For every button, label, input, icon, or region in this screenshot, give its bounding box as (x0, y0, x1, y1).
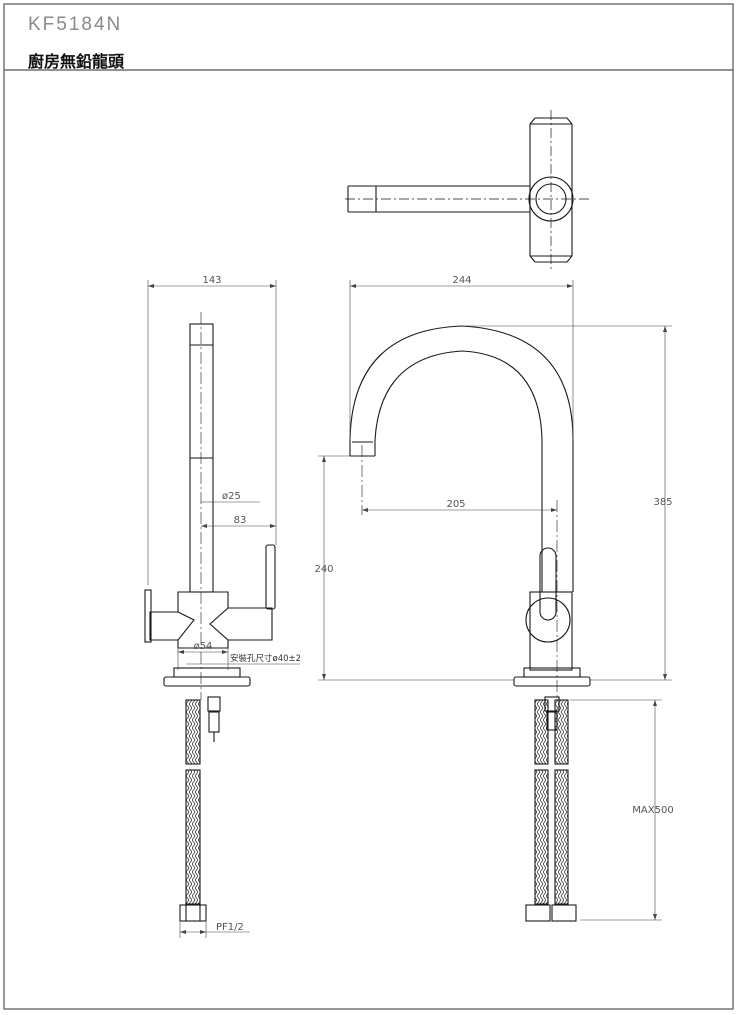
top-view (345, 110, 590, 270)
dim-mount-hole: 安裝孔尺寸ø40±2 (230, 653, 301, 664)
dim-spout-reach: 205 (446, 499, 465, 510)
product-name: 廚房無鉛龍頭 (28, 52, 125, 71)
model-number: KF5184N (28, 14, 123, 35)
dim-spout-height: 240 (314, 564, 333, 575)
dim-side-width: 143 (202, 275, 221, 286)
dim-spout-diameter: ø25 (222, 491, 241, 502)
dim-height: 385 (653, 497, 672, 508)
front-view (349, 325, 591, 922)
sheet-border (3, 3, 734, 1010)
dim-base-diameter: ø54 (194, 641, 213, 652)
dim-hose-length: MAX500 (632, 805, 673, 816)
dimension-arrows (148, 284, 667, 934)
side-view (144, 312, 276, 922)
title-block: KF5184N 廚房無鉛龍頭 (4, 4, 733, 71)
dim-reach: 244 (452, 275, 471, 286)
dim-handle-offset: 83 (234, 515, 247, 526)
dim-inlet-thread: PF1/2 (216, 922, 244, 933)
dimension-lines (147, 280, 672, 938)
